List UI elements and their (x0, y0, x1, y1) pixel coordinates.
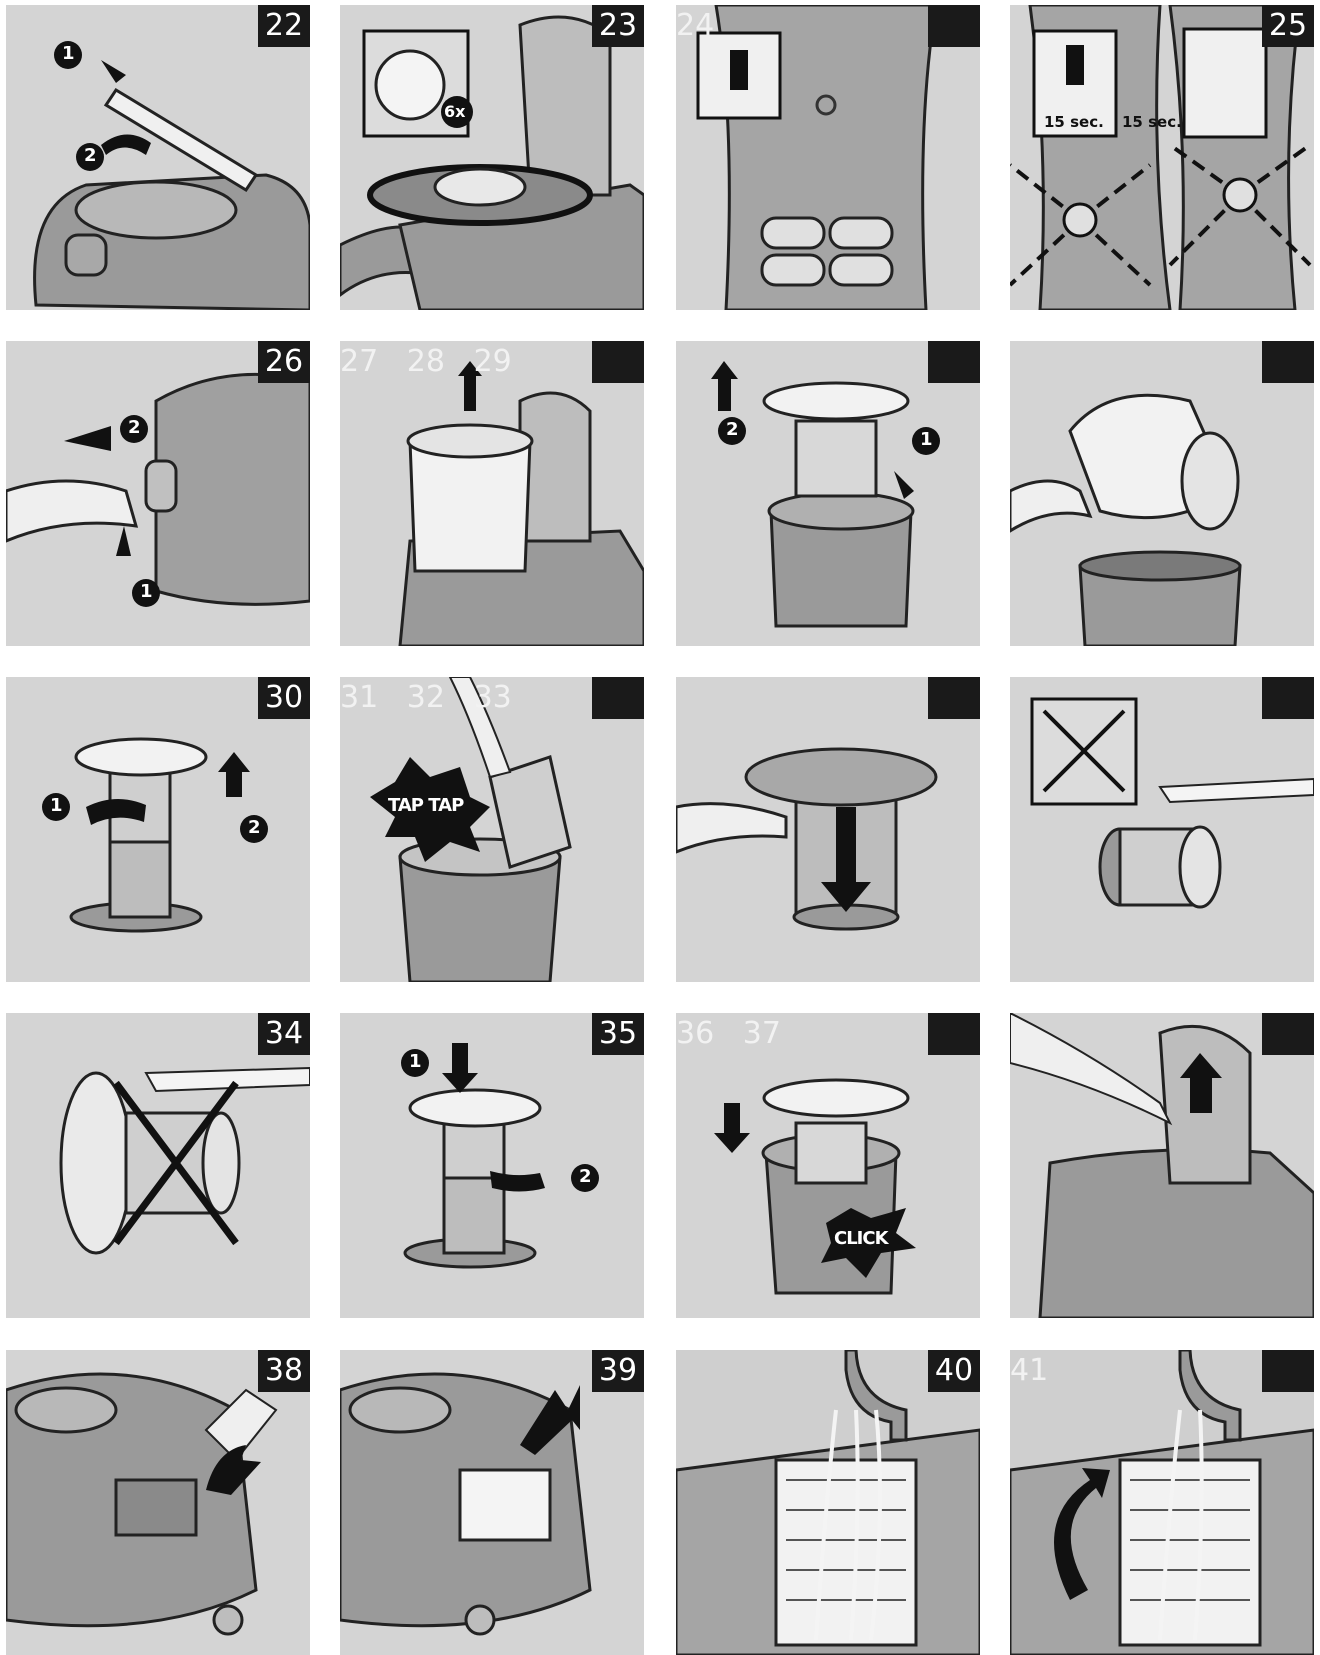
step-number-blank (928, 1013, 980, 1055)
illustration-rinse-grille-other-side (1010, 1350, 1314, 1655)
illustration-handle-buttons (696, 5, 938, 310)
step-marker: 2 (726, 419, 739, 440)
step-marker: 1 (409, 1051, 422, 1072)
illustration-brush-filter (676, 747, 938, 931)
step-number-blank (592, 677, 644, 719)
panel-step-32 (676, 677, 980, 982)
illustration-remove-exhaust-filter (340, 1372, 592, 1636)
step-number: 22 (258, 5, 310, 47)
step-marker: 1 (920, 429, 933, 450)
panel-step-40: 40 (676, 1350, 980, 1655)
step-number: 38 (258, 1350, 310, 1392)
illustration-remove-filter-unit (711, 361, 940, 628)
step-number-blank (1262, 677, 1314, 719)
panel-step-39: 39 (340, 1350, 644, 1655)
timer-label-left: 15 sec. (1044, 113, 1104, 131)
step-marker: 2 (579, 1166, 592, 1187)
step-number-blank (928, 341, 980, 383)
panel-step-27: 27 28 29 (340, 341, 644, 646)
panel-step-24: 24 (676, 5, 980, 310)
panel-step-36: 36 37 CLICK (676, 1013, 980, 1318)
step-number: 34 (258, 1013, 310, 1055)
illustration-empty-container (1010, 393, 1242, 646)
step-marker: 1 (62, 43, 75, 64)
step-marker: 1 (140, 581, 153, 602)
panel-step-23: 6x 22 23 (340, 5, 644, 310)
step-number: 26 (258, 341, 310, 383)
timer-label-right: 15 sec. (1122, 113, 1182, 131)
illustration-twist-filter (42, 737, 268, 933)
illustration-reattach-filter (401, 1043, 599, 1269)
step-number: 25 (1262, 5, 1314, 47)
ghost-step-numbers: 27 28 29 (340, 344, 512, 379)
illustration-tap-filter (370, 677, 572, 982)
illustration-rinse-grille (676, 1350, 980, 1655)
panel-step-22: 1 2 22 (6, 5, 310, 310)
step-number: 40 (928, 1350, 980, 1392)
illustration-open-exhaust-grille (6, 1372, 278, 1636)
step-number: 30 (258, 677, 310, 719)
illustration-open-lid (33, 41, 310, 310)
panel-step-35: 1 2 35 (340, 1013, 644, 1318)
illustration-rinse-filter (1030, 697, 1314, 909)
panel-step-33 (1010, 677, 1314, 982)
step-number-blank (1262, 1013, 1314, 1055)
ghost-step-number: 41 (1010, 1353, 1049, 1388)
panel-step-31: 31 32 33 TAP TAP (340, 677, 644, 982)
illustration-clean-filter-button (1010, 5, 1312, 310)
step-number: 39 (592, 1350, 644, 1392)
illustration-turn-filter (340, 15, 644, 310)
panel-step-41: 41 (1010, 1350, 1314, 1655)
panel-step-25: 15 sec. 15 sec. 25 (1010, 5, 1314, 310)
ghost-step-number: 24 (676, 8, 715, 43)
step-number-blank (1262, 1350, 1314, 1392)
click-callout: CLICK (834, 1228, 889, 1249)
step-marker: 1 (50, 795, 63, 816)
step-marker: 2 (84, 145, 97, 166)
step-number-blank (928, 677, 980, 719)
step-marker: 2 (128, 417, 141, 438)
illustration-click-into-container (714, 1078, 916, 1295)
ghost-step-numbers: 36 37 (676, 1016, 781, 1051)
tap-callout: TAP TAP (388, 795, 464, 816)
illustration-remove-hose (6, 372, 310, 607)
step-number: 23 (592, 5, 644, 47)
ghost-step-numbers: 31 32 33 (340, 680, 512, 715)
step-number-blank (1262, 341, 1314, 383)
rotation-count-label: 6x (444, 102, 466, 121)
step-number-blank (592, 341, 644, 383)
illustration-close-lid (1010, 1013, 1314, 1318)
panel-step-30: 1 2 30 (6, 677, 310, 982)
step-number-blank (928, 5, 980, 47)
illustration-do-not-rinse-lid (59, 1066, 310, 1255)
panel-step-29 (1010, 341, 1314, 646)
panel-step-38: 38 (6, 1350, 310, 1655)
step-number: 35 (592, 1013, 644, 1055)
panel-step-28: 2 1 (676, 341, 980, 646)
step-marker: 2 (248, 817, 261, 838)
panel-step-37 (1010, 1013, 1314, 1318)
panel-step-34: 34 (6, 1013, 310, 1318)
panel-step-26: 2 1 26 (6, 341, 310, 646)
illustration-lift-container (398, 361, 644, 646)
